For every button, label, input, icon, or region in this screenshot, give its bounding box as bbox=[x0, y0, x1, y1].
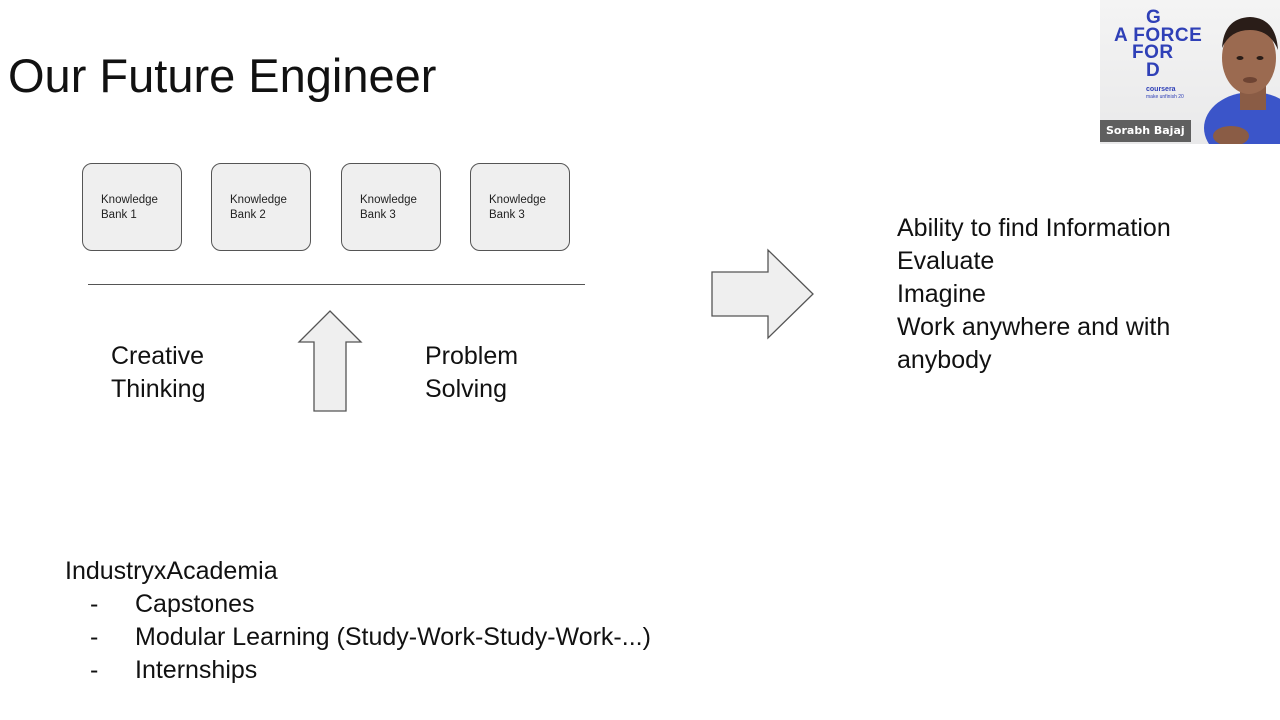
up-arrow-icon bbox=[297, 310, 363, 412]
list-bullet: - bbox=[90, 590, 99, 618]
knowledge-bank-label: Knowledge Bank 3 bbox=[489, 194, 546, 221]
knowledge-bank-box: Knowledge Bank 3 bbox=[341, 163, 441, 251]
logo-tagline: make unfinish 20 bbox=[1146, 94, 1184, 100]
right-arrow-icon bbox=[711, 248, 814, 340]
coursera-wordmark: coursera bbox=[1146, 86, 1176, 93]
speaker-name-tag: Sorabh Bajaj bbox=[1100, 120, 1191, 142]
speaker-avatar bbox=[1204, 17, 1280, 144]
outcomes-list: Ability to find Information Evaluate Ima… bbox=[897, 212, 1171, 377]
list-item-text: Internships bbox=[135, 656, 258, 684]
slide-title: Our Future Engineer bbox=[8, 49, 437, 102]
outcome-item: Work anywhere and with bbox=[897, 313, 1171, 341]
problem-solving-label: Problem Solving bbox=[425, 342, 519, 403]
list-item-text: Capstones bbox=[135, 590, 255, 618]
list-item: - Capstones bbox=[65, 588, 651, 621]
knowledge-bank-label: Knowledge Bank 3 bbox=[360, 194, 417, 221]
logo-line: G bbox=[1146, 7, 1162, 28]
outcome-item: anybody bbox=[897, 346, 992, 374]
logo-line: D bbox=[1146, 60, 1161, 81]
list-bullet: - bbox=[90, 656, 99, 684]
outcome-item: Evaluate bbox=[897, 247, 995, 275]
list-item-text: Modular Learning (Study-Work-Study-Work-… bbox=[135, 623, 651, 651]
knowledge-bank-box: Knowledge Bank 2 bbox=[211, 163, 311, 251]
outcome-item: Ability to find Information bbox=[897, 214, 1171, 242]
list-item: - Internships bbox=[65, 654, 651, 687]
industry-academia-section: IndustryxAcademia - Capstones - Modular … bbox=[65, 555, 651, 687]
speaker-webcam-tile: G A FORCE FOR D coursera make unfinish 2… bbox=[1100, 0, 1280, 144]
knowledge-bank-box: Knowledge Bank 1 bbox=[82, 163, 182, 251]
list-item: - Modular Learning (Study-Work-Study-Wor… bbox=[65, 621, 651, 654]
creative-thinking-label: Creative Thinking bbox=[111, 342, 206, 403]
knowledge-bank-label: Knowledge Bank 1 bbox=[101, 194, 158, 221]
logo-line: A FORCE bbox=[1114, 25, 1203, 46]
knowledge-bank-label: Knowledge Bank 2 bbox=[230, 194, 287, 221]
foundation-divider-line bbox=[88, 284, 585, 285]
list-bullet: - bbox=[90, 623, 99, 651]
outcome-item: Imagine bbox=[897, 280, 986, 308]
logo-line: FOR bbox=[1132, 42, 1174, 63]
industry-academia-heading: IndustryxAcademia bbox=[65, 557, 278, 585]
knowledge-bank-box: Knowledge Bank 3 bbox=[470, 163, 570, 251]
